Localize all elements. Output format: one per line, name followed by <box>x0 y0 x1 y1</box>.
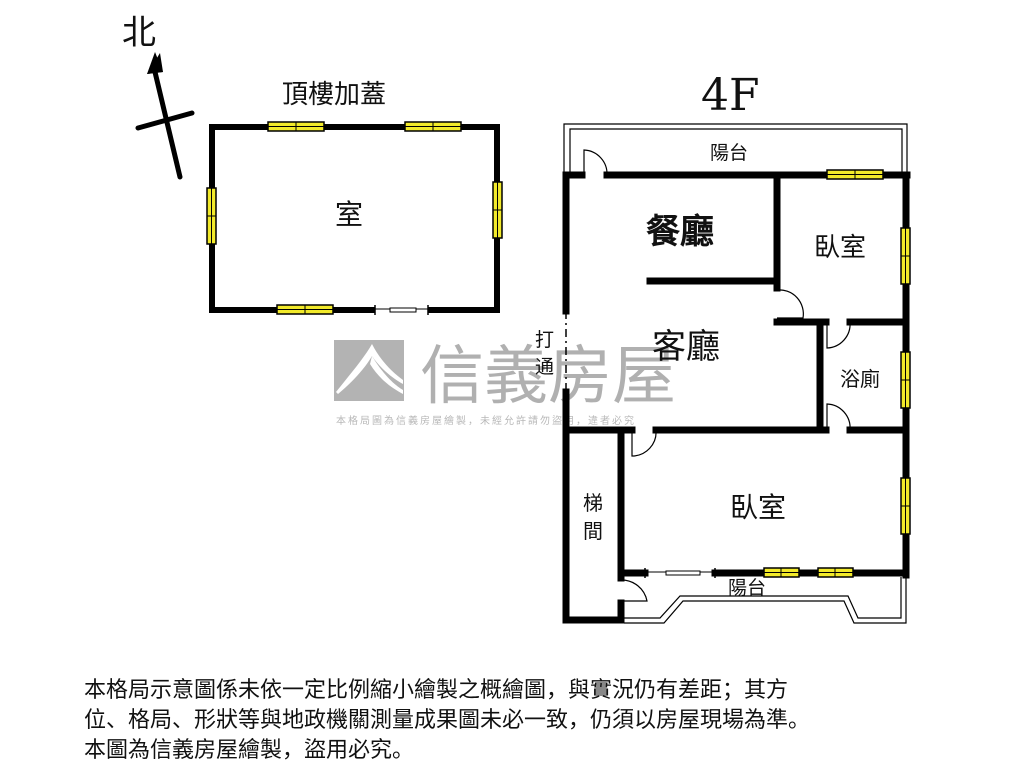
room-label-rooftop: 室 <box>335 198 363 231</box>
window-icon <box>404 121 462 132</box>
rooftop-title: 頂樓加蓋 <box>282 80 386 110</box>
compass: 北 <box>122 13 195 180</box>
disclaimer: 本格局示意圖係未依一定比例縮小繪製之概繪圖，與實況仍有差距；其方 位、格局、形狀… <box>84 676 984 766</box>
watermark-notice: 本格局圖為信義房屋繪製，未經允許請勿盜用，違者必究 <box>336 414 636 427</box>
room-label-bedroom-1: 臥室 <box>814 233 866 263</box>
balcony-bottom-railing <box>624 577 907 624</box>
disclaimer-line: 本格局示意圖係未依一定比例縮小繪製之概繪圖，與實況仍有差距；其方 <box>84 678 789 703</box>
watermark-brand: 信義房屋 <box>420 340 676 414</box>
watermark: 信義房屋 本格局圖為信義房屋繪製，未經允許請勿盜用，違者必究 <box>334 340 676 427</box>
room-label-bedroom-2: 臥室 <box>730 491 786 524</box>
floor4-plan: 4F 陽台 <box>535 70 911 624</box>
room-label-stairwell-2: 間 <box>583 519 603 543</box>
rooftop-plan: 頂樓加蓋 室 <box>206 80 503 315</box>
window-icon <box>276 304 334 315</box>
room-label-balcony-top: 陽台 <box>710 142 748 164</box>
label-opened-2: 通 <box>535 356 554 378</box>
window-icon <box>826 169 884 180</box>
rooftop-walls <box>209 124 500 313</box>
room-label-bathroom: 浴廁 <box>840 367 880 391</box>
window-icon <box>817 567 854 578</box>
compass-north-label: 北 <box>122 13 156 53</box>
floor4-title: 4F <box>701 70 760 121</box>
disclaimer-line: 本圖為信義房屋繪製，盜用必究。 <box>84 738 415 763</box>
window-icon <box>900 227 911 285</box>
room-label-living: 客廳 <box>652 327 720 367</box>
window-icon <box>763 567 800 578</box>
door-icons <box>583 149 851 602</box>
window-icon <box>900 351 911 409</box>
room-label-dining: 餐廳 <box>646 212 714 252</box>
window-icon <box>267 121 325 132</box>
window-icon <box>900 477 911 535</box>
room-label-balcony-bottom: 陽台 <box>728 577 766 599</box>
disclaimer-line: 位、格局、形狀等與地政機關測量成果圖未必一致，仍須以房屋現場為準。 <box>84 708 811 733</box>
window-icon <box>206 187 217 245</box>
sliding-door-icon <box>374 305 429 315</box>
balcony-top-railing <box>563 123 908 173</box>
room-label-stairwell-1: 梯 <box>583 491 603 515</box>
window-icon <box>492 181 503 239</box>
label-opened-1: 打 <box>535 329 554 351</box>
north-arrow-icon <box>135 52 195 180</box>
sliding-door-icon <box>644 568 716 578</box>
brand-logo-icon <box>334 340 404 401</box>
